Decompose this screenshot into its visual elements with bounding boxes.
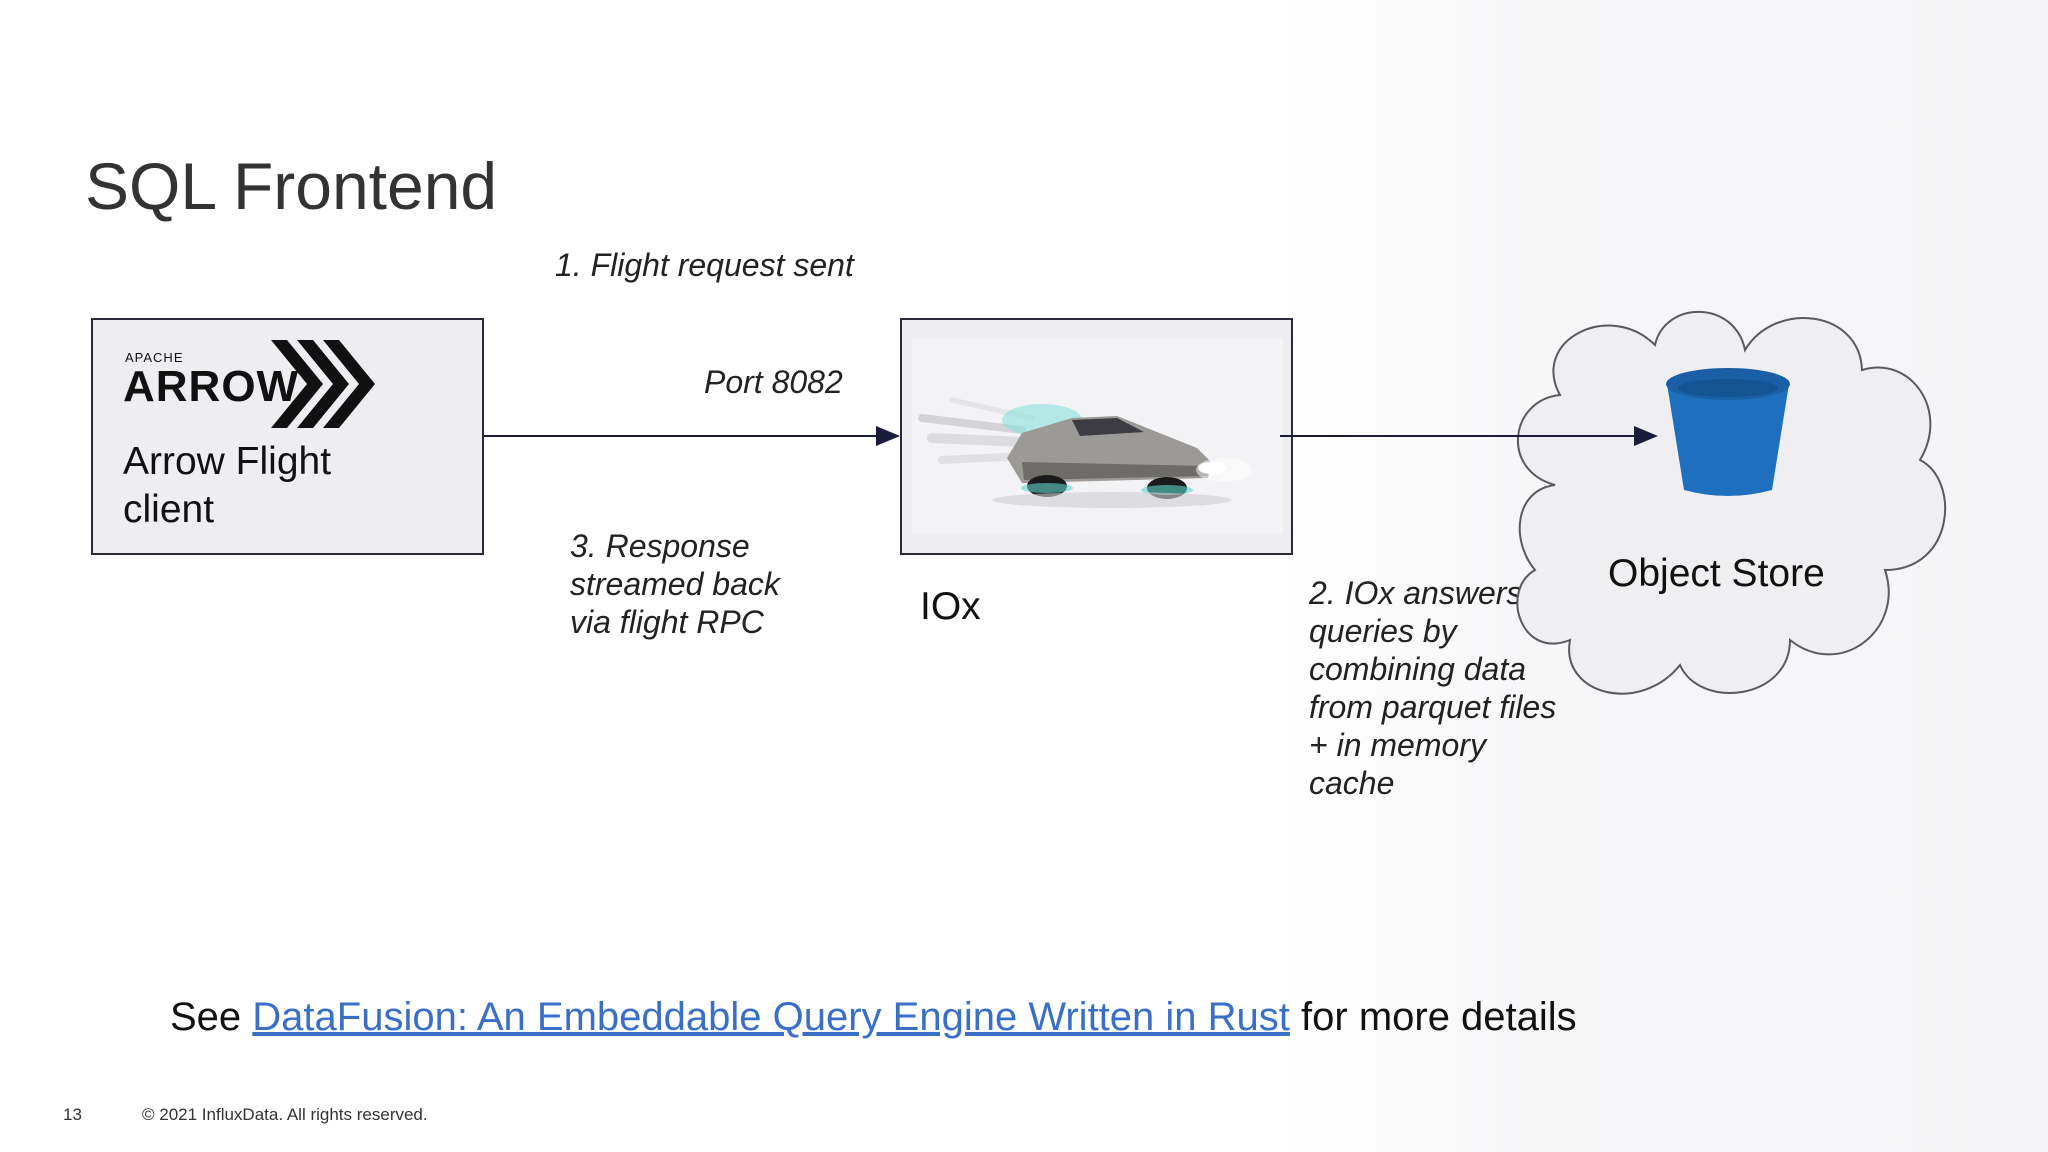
iox-server-box bbox=[900, 318, 1293, 555]
page-number: 13 bbox=[63, 1105, 82, 1124]
car-illustration bbox=[918, 397, 1252, 508]
details-prefix: See bbox=[170, 995, 253, 1039]
bucket-icon bbox=[1666, 368, 1790, 496]
step-response-label: 3. Response streamed back via flight RPC bbox=[570, 527, 780, 641]
response-line-1: 3. Response bbox=[570, 528, 750, 564]
client-label-line-2: client bbox=[123, 488, 215, 531]
arrow-flight-client-box: APACHE ARROW Arrow Flight client bbox=[91, 318, 484, 555]
copyright-text: © 2021 InfluxData. All rights reserved. bbox=[142, 1105, 428, 1124]
answers-line-4: from parquet files bbox=[1309, 689, 1557, 725]
answers-line-3: combining data bbox=[1309, 651, 1527, 687]
slide-title: SQL Frontend bbox=[85, 149, 498, 223]
cloud-shape bbox=[1516, 310, 1947, 695]
apache-logo-text: APACHE bbox=[125, 350, 184, 365]
answers-line-1: 2. IOx answers bbox=[1309, 575, 1523, 611]
iox-label: IOx bbox=[920, 585, 981, 628]
details-reference: See DataFusion: An Embeddable Query Engi… bbox=[170, 995, 1577, 1040]
details-suffix: for more details bbox=[1289, 995, 1577, 1039]
client-label-line-1: Arrow Flight bbox=[123, 440, 332, 483]
answers-line-5: + in memory bbox=[1309, 727, 1486, 763]
answers-line-6: cache bbox=[1309, 765, 1395, 801]
arrow-logo-text: ARROW bbox=[123, 362, 300, 411]
client-label: Arrow Flight client bbox=[123, 438, 331, 534]
port-label: Port 8082 bbox=[704, 364, 843, 400]
object-store-label: Object Store bbox=[1608, 552, 1825, 595]
step-answers-label: 2. IOx answers queries by combining data… bbox=[1309, 574, 1556, 802]
delorean-image bbox=[912, 338, 1283, 534]
answers-line-2: queries by bbox=[1309, 613, 1457, 649]
response-line-3: via flight RPC bbox=[570, 604, 764, 640]
arrow-chevrons-icon bbox=[271, 340, 375, 428]
step-request-label: 1. Flight request sent bbox=[555, 247, 854, 283]
response-line-2: streamed back bbox=[570, 566, 780, 602]
datafusion-link[interactable]: DataFusion: An Embeddable Query Engine W… bbox=[252, 995, 1290, 1039]
